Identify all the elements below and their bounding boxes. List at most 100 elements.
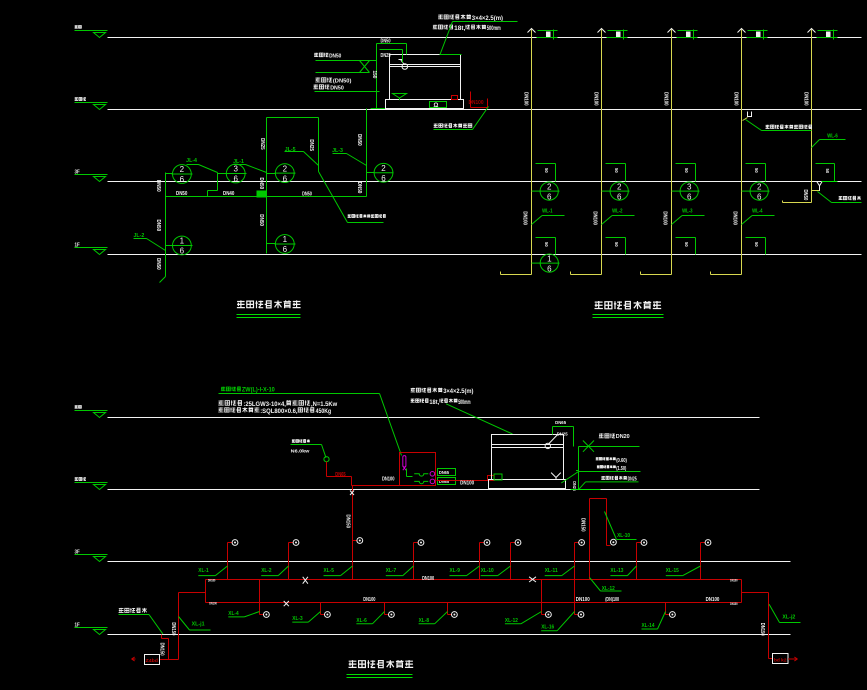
svg-text:50: 50 [684, 168, 689, 173]
svg-text:DN50: DN50 [155, 220, 161, 232]
svg-text:6: 6 [233, 175, 238, 184]
svg-text:50: 50 [544, 242, 549, 247]
svg-text:500mm: 500mm [487, 25, 501, 32]
svg-text:XL-13: XL-13 [610, 568, 623, 574]
svg-text:3F: 3F [75, 550, 80, 556]
svg-text:50: 50 [614, 168, 619, 173]
svg-text:DN100: DN100 [662, 211, 668, 225]
svg-text:JL-3: JL-3 [332, 148, 343, 154]
svg-text:6: 6 [617, 192, 622, 201]
svg-text:DN50: DN50 [381, 39, 391, 45]
svg-text:1F: 1F [75, 623, 80, 629]
svg-text:DN40: DN40 [223, 191, 234, 197]
svg-text:DN25: DN25 [381, 53, 391, 59]
svg-text:DN100: DN100 [706, 597, 720, 603]
svg-text:XL-12: XL-12 [505, 618, 518, 624]
svg-text:XL-10: XL-10 [481, 568, 494, 574]
svg-text:XL-10: XL-10 [617, 533, 630, 539]
svg-text:JL-5: JL-5 [285, 147, 296, 153]
svg-text:DN100: DN100 [422, 576, 434, 582]
svg-text:6: 6 [547, 192, 552, 201]
svg-text:XL-4: XL-4 [228, 611, 239, 617]
svg-text:DN50: DN50 [802, 190, 808, 201]
svg-text:DN25: DN25 [572, 481, 577, 491]
svg-text:6: 6 [757, 192, 762, 201]
svg-text:2: 2 [180, 165, 185, 174]
svg-text:Ω: Ω [434, 103, 439, 109]
svg-text:18t,: 18t, [454, 25, 465, 32]
svg-text:DN50: DN50 [258, 178, 264, 190]
svg-text:(1.50): (1.50) [616, 466, 626, 472]
svg-text:DN50: DN50 [176, 191, 187, 197]
svg-text:XL-1: XL-1 [198, 568, 209, 574]
svg-text:DN100: DN100 [592, 211, 598, 225]
svg-text:450Kg: 450Kg [316, 408, 332, 415]
svg-text:2: 2 [547, 182, 552, 191]
svg-text:DN150: DN150 [159, 643, 165, 656]
svg-text:WL-4: WL-4 [752, 208, 763, 214]
svg-text:XL-15: XL-15 [666, 568, 679, 574]
svg-text:DN20: DN20 [616, 434, 630, 440]
svg-text:(0.60): (0.60) [616, 458, 627, 464]
svg-text:DN150: DN150 [759, 623, 765, 636]
svg-text:DN50: DN50 [155, 180, 161, 192]
svg-text:6: 6 [283, 174, 288, 183]
svg-text:DN100: DN100 [208, 578, 216, 583]
svg-text:DN150: DN150 [170, 622, 176, 635]
svg-text:3: 3 [687, 182, 692, 191]
svg-text:DN100: DN100 [576, 597, 590, 603]
svg-text:XL-14: XL-14 [642, 623, 655, 629]
svg-text:1: 1 [180, 237, 185, 246]
svg-text:XL-j1: XL-j1 [192, 622, 205, 628]
svg-text:ZW(L)-l-X-10: ZW(L)-l-X-10 [242, 388, 276, 394]
svg-text:1F: 1F [75, 243, 80, 249]
svg-text:JL-4: JL-4 [186, 158, 197, 164]
svg-text:DN100: DN100 [803, 92, 809, 106]
svg-text:50: 50 [754, 168, 759, 173]
svg-text:500mm: 500mm [458, 399, 471, 406]
svg-text:1: 1 [283, 235, 288, 244]
svg-text:DN50: DN50 [356, 134, 362, 146]
svg-text:DN100: DN100 [460, 481, 474, 487]
svg-text:,N=1.5Kw: ,N=1.5Kw [311, 401, 338, 408]
svg-text:2: 2 [757, 182, 762, 191]
svg-text:50: 50 [614, 242, 619, 247]
svg-text:DN25: DN25 [628, 477, 637, 483]
svg-text:DN100: DN100 [523, 92, 529, 106]
svg-text:N6.0kw: N6.0kw [291, 449, 310, 454]
svg-text:2: 2 [283, 164, 288, 173]
svg-text:DN65: DN65 [439, 479, 449, 484]
svg-text:DN50: DN50 [356, 182, 362, 194]
svg-text:DN100: DN100 [663, 92, 669, 106]
svg-text:DN100: DN100 [730, 601, 738, 606]
svg-text:WL-2: WL-2 [612, 208, 623, 214]
svg-text:DN50: DN50 [329, 54, 341, 60]
svg-text:DN100: DN100 [733, 92, 739, 106]
svg-text:(DN)100: (DN)100 [605, 597, 619, 603]
svg-text:2: 2 [381, 164, 386, 173]
svg-text:WL-1: WL-1 [542, 208, 553, 214]
svg-text:DN50: DN50 [258, 214, 264, 226]
svg-text:XL-16: XL-16 [541, 625, 554, 631]
svg-text:DN100: DN100 [730, 578, 738, 583]
svg-text:DN50: DN50 [330, 85, 344, 91]
svg-text:DN65: DN65 [555, 420, 566, 426]
svg-text:50: 50 [684, 242, 689, 247]
svg-text:JL-2: JL-2 [134, 233, 145, 239]
svg-text::25LGW3-10×4,: :25LGW3-10×4, [243, 401, 286, 408]
svg-text:DN50: DN50 [302, 191, 312, 197]
svg-text:XL-8: XL-8 [419, 618, 430, 624]
svg-text:bd k2: bd k2 [774, 658, 787, 663]
svg-text:XL-9: XL-9 [450, 568, 461, 574]
svg-text:DN25: DN25 [308, 139, 314, 151]
svg-text:DN100: DN100 [522, 211, 528, 225]
svg-text:XL-11: XL-11 [545, 568, 558, 574]
svg-text:150: 150 [371, 71, 377, 79]
svg-text:50: 50 [754, 242, 759, 247]
svg-text:Z4bd: Z4bd [146, 658, 159, 663]
svg-text:DN65: DN65 [335, 472, 345, 478]
svg-text:DN100: DN100 [209, 601, 217, 606]
svg-text:50: 50 [825, 169, 830, 174]
svg-text:3×4×2.5(m): 3×4×2.5(m) [443, 388, 473, 395]
svg-text:JL-1: JL-1 [233, 159, 244, 165]
